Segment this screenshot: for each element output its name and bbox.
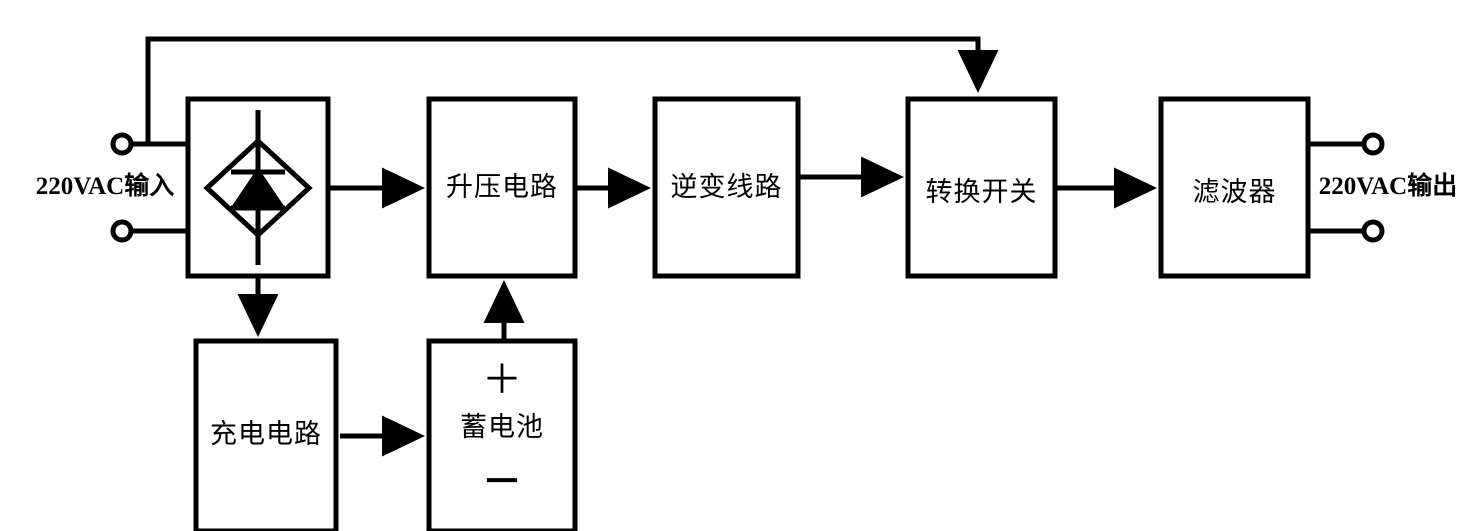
block-filter[interactable] [1158, 96, 1311, 279]
input-terminal-bottom[interactable] [110, 219, 188, 243]
block-battery[interactable] [426, 338, 578, 531]
block-charger-circuit[interactable] [193, 338, 339, 531]
battery-positive-symbol: ＋ [482, 357, 522, 402]
block-label-charger-circuit: 充电电路 [210, 419, 322, 449]
block-label-transfer-switch: 转换开关 [925, 177, 1038, 207]
input-label: 220VAC输入 [35, 173, 175, 200]
block-label-inverter-circuit: 逆变线路 [670, 172, 783, 202]
output-terminal-top[interactable] [1308, 132, 1385, 156]
block-label-filter: 滤波器 [1192, 177, 1277, 207]
battery-negative-symbol: － [482, 459, 522, 504]
input-terminal-top[interactable] [110, 132, 188, 156]
rectifier-bridge-icon [203, 110, 313, 265]
block-label-boost-circuit: 升压电路 [446, 172, 558, 202]
output-label: 220VAC输出 [1318, 173, 1458, 200]
block-label-battery: 蓄电池 [460, 412, 544, 442]
block-transfer-switch[interactable] [905, 96, 1058, 279]
bypass-line [145, 36, 999, 144]
output-terminal-bottom[interactable] [1308, 219, 1385, 243]
block-boost-circuit[interactable] [426, 96, 578, 279]
block-inverter-circuit[interactable] [652, 96, 801, 279]
